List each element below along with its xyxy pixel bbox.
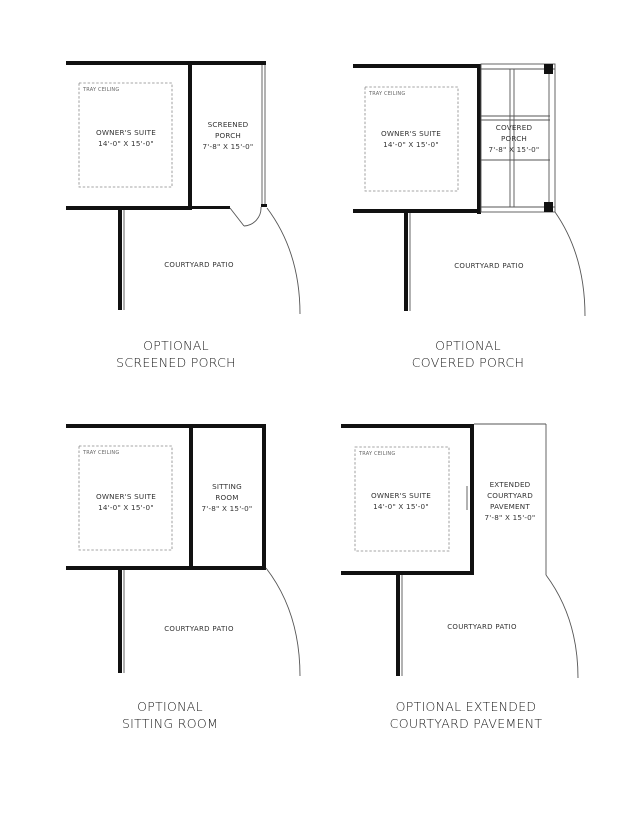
suite-name-label: OWNER'S SUITE (381, 129, 441, 138)
wall-divider (189, 424, 193, 568)
option-name-label-2: PORCH (501, 134, 527, 143)
suite-dims-label: 14'-0" X 15'-0" (98, 503, 154, 512)
tray-ceiling-label: TRAY CEILING (358, 451, 395, 457)
caption-extended-pavement: OPTIONAL EXTENDED COURTYARD PAVEMENT (366, 698, 566, 732)
option-name-label-2: ROOM (215, 493, 238, 502)
patio-arc (265, 567, 301, 677)
post-bottom (544, 202, 553, 212)
patio-label: COURTYARD PATIO (164, 261, 234, 269)
patio-label: COURTYARD PATIO (454, 262, 524, 270)
patio-arc (554, 211, 586, 317)
caption-line-2: SITTING ROOM (121, 716, 219, 731)
patio-post-wall (118, 210, 122, 310)
tray-ceiling-label: TRAY CEILING (82, 87, 119, 93)
patio-post-wall (404, 213, 408, 311)
wall-right (262, 424, 266, 568)
post-top (544, 64, 553, 74)
tray-ceiling-outline (364, 86, 459, 192)
suite-name-label: OWNER'S SUITE (96, 128, 156, 137)
wall-top (66, 61, 266, 65)
suite-name-label: OWNER'S SUITE (96, 492, 156, 501)
suite-dims-label: 14'-0" X 15'-0" (383, 140, 439, 149)
tray-ceiling-label: TRAY CEILING (82, 450, 119, 456)
option-dims-label: 7'-8" X 15'-0" (485, 513, 536, 522)
option-dims-label: 7'-8" X 15'-0" (489, 145, 540, 154)
suite-dims-label: 14'-0" X 15'-0" (98, 139, 154, 148)
caption-line-2: COURTYARD PAVEMENT (389, 716, 543, 731)
patio-arc (545, 574, 579, 679)
plan-covered-porch: TRAY CEILING OWNER'S SUITE 14'-0" X 15'-… (353, 63, 586, 317)
plan-sitting-room: TRAY CEILING OWNER'S SUITE 14'-0" X 15'-… (66, 424, 301, 677)
caption-covered-porch: OPTIONAL COVERED PORCH (388, 337, 548, 371)
option-name-label: SCREENED (208, 120, 249, 129)
option-name-label: SITTING (212, 482, 242, 491)
option-dims-label: 7'-8" X 15'-0" (203, 142, 254, 151)
screen-door (229, 207, 245, 227)
caption-screened-porch: OPTIONAL SCREENED PORCH (96, 337, 256, 371)
wall-bottom-porch (192, 206, 230, 209)
wall-bottom (66, 566, 266, 570)
patio-post-wall (396, 575, 400, 676)
wall-bottom (353, 209, 481, 213)
option-name-label-2: PORCH (215, 131, 241, 140)
patio-arc (266, 207, 301, 315)
wall-top (341, 424, 474, 428)
wall-divider (188, 61, 192, 210)
option-name-label-3: PAVEMENT (490, 502, 530, 511)
plan-extended-pavement: TRAY CEILING OWNER'S SUITE 14'-0" X 15'-… (341, 423, 579, 679)
option-name-label-2: COURTYARD (487, 491, 533, 500)
wall-top (353, 64, 481, 68)
caption-line-1: OPTIONAL (435, 338, 501, 353)
caption-line-1: OPTIONAL (137, 699, 203, 714)
tray-ceiling-label: TRAY CEILING (368, 91, 405, 97)
patio-label: COURTYARD PATIO (447, 623, 517, 631)
wall-bottom (341, 571, 474, 575)
patio-label: COURTYARD PATIO (164, 625, 234, 633)
caption-line-1: OPTIONAL EXTENDED (395, 699, 537, 714)
caption-line-2: COVERED PORCH (411, 355, 525, 370)
wall-right (470, 424, 474, 575)
caption-line-1: OPTIONAL (143, 338, 209, 353)
caption-line-2: SCREENED PORCH (116, 355, 236, 370)
wall-bottom (66, 206, 192, 210)
option-dims-label: 7'-8" X 15'-0" (202, 504, 253, 513)
caption-sitting-room: OPTIONAL SITTING ROOM (90, 698, 250, 732)
wall-top (66, 424, 266, 428)
tray-ceiling-outline (78, 445, 173, 551)
porch-outline (480, 63, 556, 213)
suite-name-label: OWNER'S SUITE (371, 491, 431, 500)
patio-post-wall (118, 570, 122, 673)
plan-screened-porch: TRAY CEILING OWNER'S SUITE 14'-0" X 15'-… (66, 61, 301, 315)
wall-divider (477, 64, 481, 214)
tray-ceiling-outline (78, 82, 173, 188)
option-name-label: EXTENDED (490, 480, 531, 489)
tray-ceiling-outline (354, 446, 450, 552)
option-name-label: COVERED (496, 123, 533, 132)
suite-dims-label: 14'-0" X 15'-0" (373, 502, 429, 511)
